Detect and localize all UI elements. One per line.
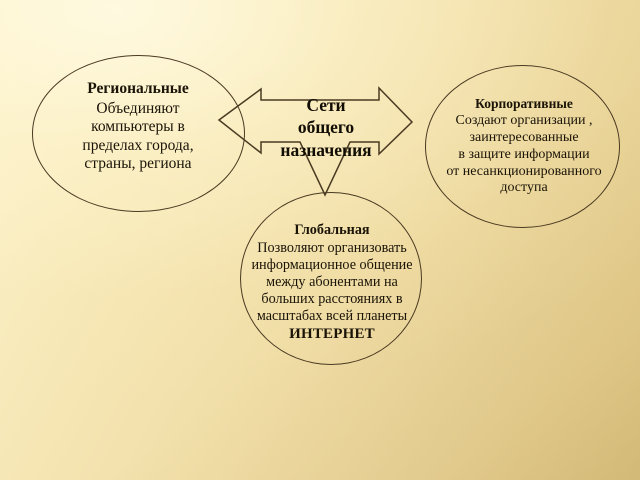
- center-title: Сети общего назначения: [238, 94, 414, 161]
- global-line-4: больших расстояниях в: [261, 291, 403, 308]
- corporate-line-5: доступа: [500, 180, 548, 196]
- regional-line-3: пределах города,: [82, 136, 194, 154]
- corporate-line-3: в защите информации: [458, 146, 590, 162]
- global-heading: Глобальная: [294, 222, 370, 238]
- regional-line-4: страны, региона: [84, 155, 192, 173]
- global-line-5: масштабах всей планеты: [256, 308, 408, 325]
- global-line-3: между абонентами на: [266, 274, 398, 291]
- global-line-2: информационное общение: [251, 257, 413, 274]
- corporate-line-4: от несанкционированного: [446, 163, 602, 179]
- global-node-text: Глобальная Позволяют организовать информ…: [222, 222, 442, 343]
- global-internet-label: ИНТЕРНЕТ: [289, 326, 375, 343]
- corporate-line-1: Создают организации ,: [455, 113, 593, 129]
- regional-heading: Региональные: [87, 80, 189, 97]
- corporate-node-text: Корпоративные Создают организации , заин…: [412, 96, 636, 197]
- corporate-line-2: заинтересованные: [469, 129, 579, 145]
- regional-node-text: Региональные Объединяют компьютеры в пре…: [24, 80, 252, 174]
- regional-line-1: Объединяют: [96, 99, 180, 117]
- center-title-line-1: Сети: [306, 95, 346, 115]
- regional-line-2: компьютеры в: [91, 118, 185, 136]
- global-line-1: Позволяют организовать: [257, 240, 407, 257]
- center-title-line-3: назначения: [280, 139, 372, 160]
- corporate-circle: [425, 65, 620, 228]
- center-title-line-2: общего: [297, 117, 355, 138]
- corporate-heading: Корпоративные: [475, 96, 573, 111]
